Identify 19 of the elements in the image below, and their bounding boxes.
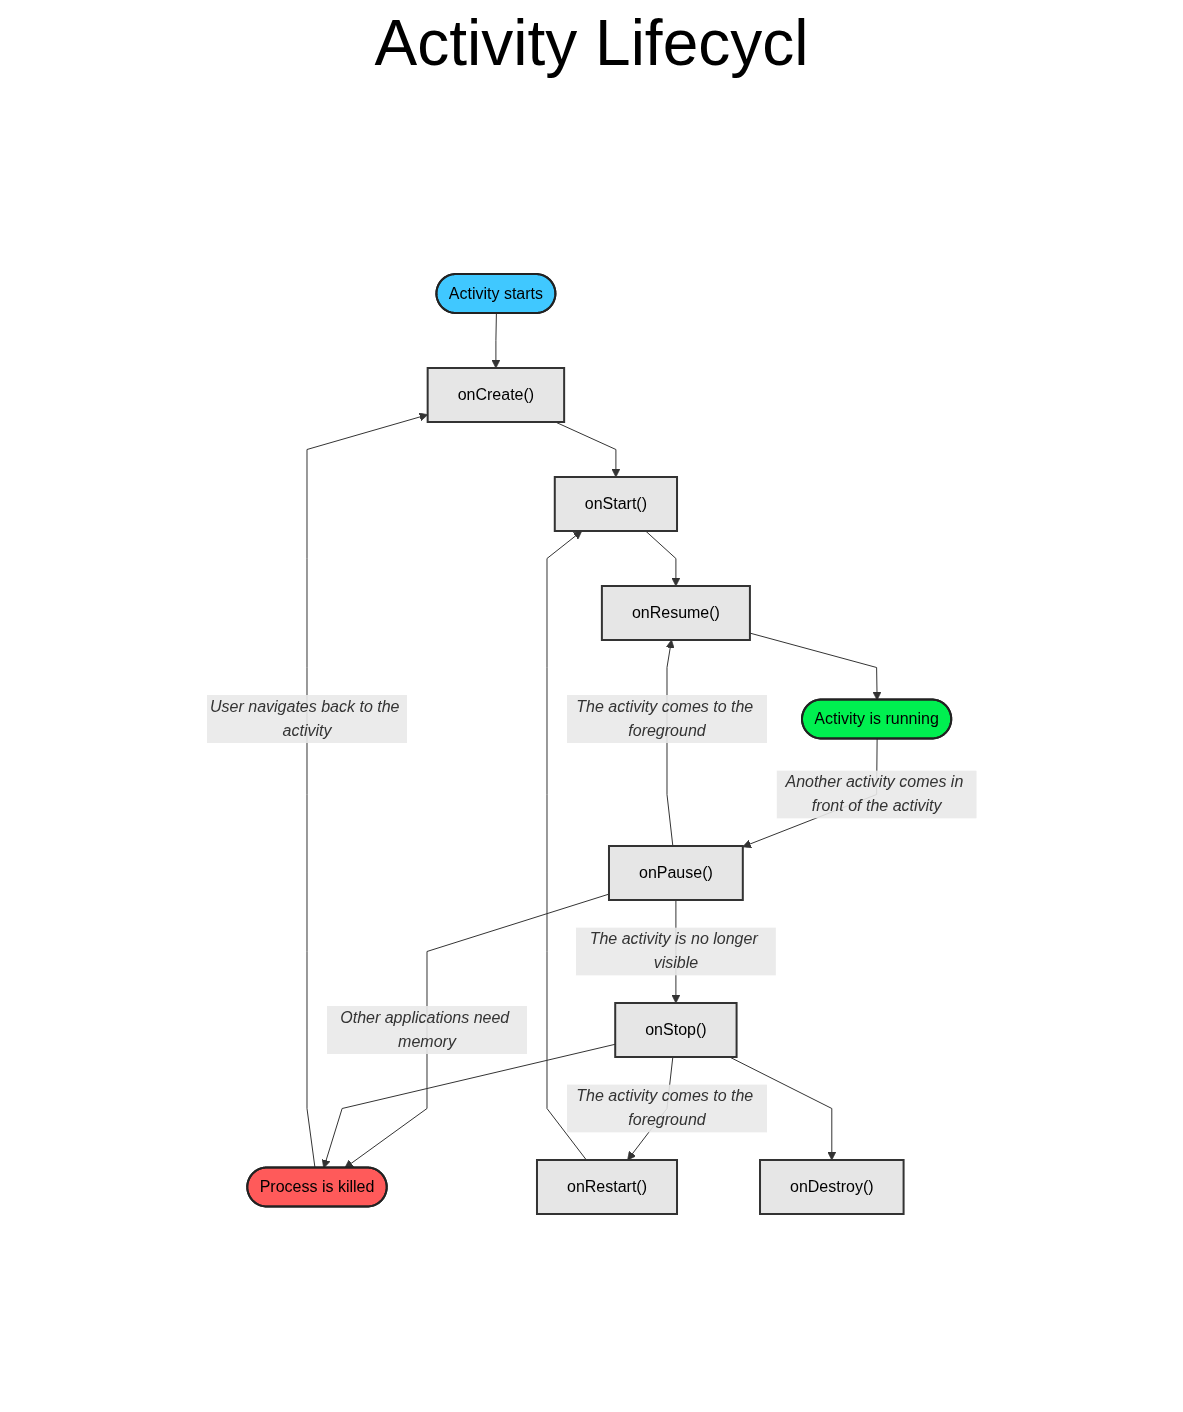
arrow [306,412,428,1169]
node-box: onCreate() [426,367,565,423]
arrow [491,313,500,369]
node-box: onDestroy() [758,1159,905,1215]
edge-label: Another activity comes in front of the activity [785,773,963,815]
edge-label: The activity comes to the foreground [575,1087,753,1129]
edge-label: Other applications need memory [339,1009,509,1050]
arrow [546,530,587,1161]
arrow [749,632,882,701]
node-box: onResume() [600,585,751,641]
node-box: onStop() [613,1002,738,1058]
edge-label: User navigates back to the activity [209,698,400,739]
node-box: onStart() [553,476,678,532]
node-box: onPause() [607,845,744,901]
edge-label: The activity is no longer visible [589,930,758,972]
node-box: onRestart() [535,1159,678,1215]
arrow [644,530,680,587]
edge-label: The activity comes to the foreground [575,698,753,739]
diagram-title: Activity Lifecycl [373,6,810,80]
